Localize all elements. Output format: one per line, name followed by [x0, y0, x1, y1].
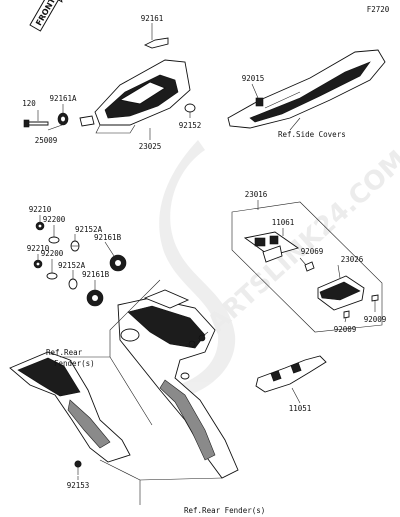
part-92015-nut [255, 97, 264, 107]
label-120: 120 [22, 99, 36, 108]
label-11051: 11051 [289, 404, 312, 413]
label-23026: 23026 [341, 255, 364, 264]
part-tail-cover [227, 49, 386, 129]
label-92161A: 92161A [49, 94, 77, 103]
label-92161B-a: 92161B [94, 233, 122, 242]
taillight-assembly-frame [231, 201, 383, 333]
part-license-bracket [117, 289, 239, 479]
part-labels: 92161 120 92161A 25009 23025 92152 92015… [22, 14, 386, 515]
part-25009-fastener [79, 115, 95, 127]
part-23025-cowl [94, 59, 191, 134]
label-92152A-a: 92152A [75, 225, 103, 234]
label-92009-a: 92009 [364, 315, 387, 324]
hardware-stack-upper [35, 221, 127, 272]
label-92200-b: 92200 [41, 249, 64, 258]
label-92210-b: 92210 [27, 244, 50, 253]
label-92152-top: 92152 [179, 121, 202, 130]
label-11061: 11061 [272, 218, 295, 227]
front-arrow-icon [29, 0, 63, 32]
part-11051-reflector [255, 355, 327, 393]
label-ref-rear-fender-left-2: Fender(s) [54, 359, 95, 368]
label-ref-rear-fender-bottom: Ref.Rear Fender(s) [184, 506, 265, 515]
watermark: PARTSLINK24.COM [159, 140, 400, 400]
label-92161B-b: 92161B [82, 270, 110, 279]
label-92015: 92015 [242, 74, 265, 83]
label-92153: 92153 [67, 481, 90, 490]
part-120-bolt [23, 119, 49, 128]
part-92161-damper [143, 30, 169, 49]
label-ref-rear-fender-left-1: Ref.Rear [46, 348, 83, 357]
label-92069: 92069 [301, 247, 324, 256]
label-92152A-b: 92152A [58, 261, 86, 270]
label-ref-side-covers: Ref.Side Covers [278, 130, 346, 139]
part-92161A-grommet [57, 112, 69, 126]
label-92161-top: 92161 [141, 14, 164, 23]
hardware-stack-lower [33, 259, 104, 307]
part-92152-collar-top [184, 103, 196, 113]
part-92161B-grommet-upper [109, 254, 127, 272]
leader-lines [37, 23, 376, 505]
label-23016: 23016 [245, 190, 268, 199]
label-23025: 23025 [139, 142, 162, 151]
label-92200-a: 92200 [43, 215, 66, 224]
label-25009: 25009 [35, 136, 58, 145]
part-92161B-grommet-lower [86, 289, 104, 307]
part-92153-screw [74, 460, 82, 475]
figure-code: F2720 [367, 5, 390, 14]
label-92210-a: 92210 [29, 205, 52, 214]
label-92009-b: 92009 [334, 325, 357, 334]
part-rear-fender-lower [9, 351, 131, 463]
front-direction-marker: FRONT [29, 0, 63, 32]
washer-center [180, 372, 190, 380]
